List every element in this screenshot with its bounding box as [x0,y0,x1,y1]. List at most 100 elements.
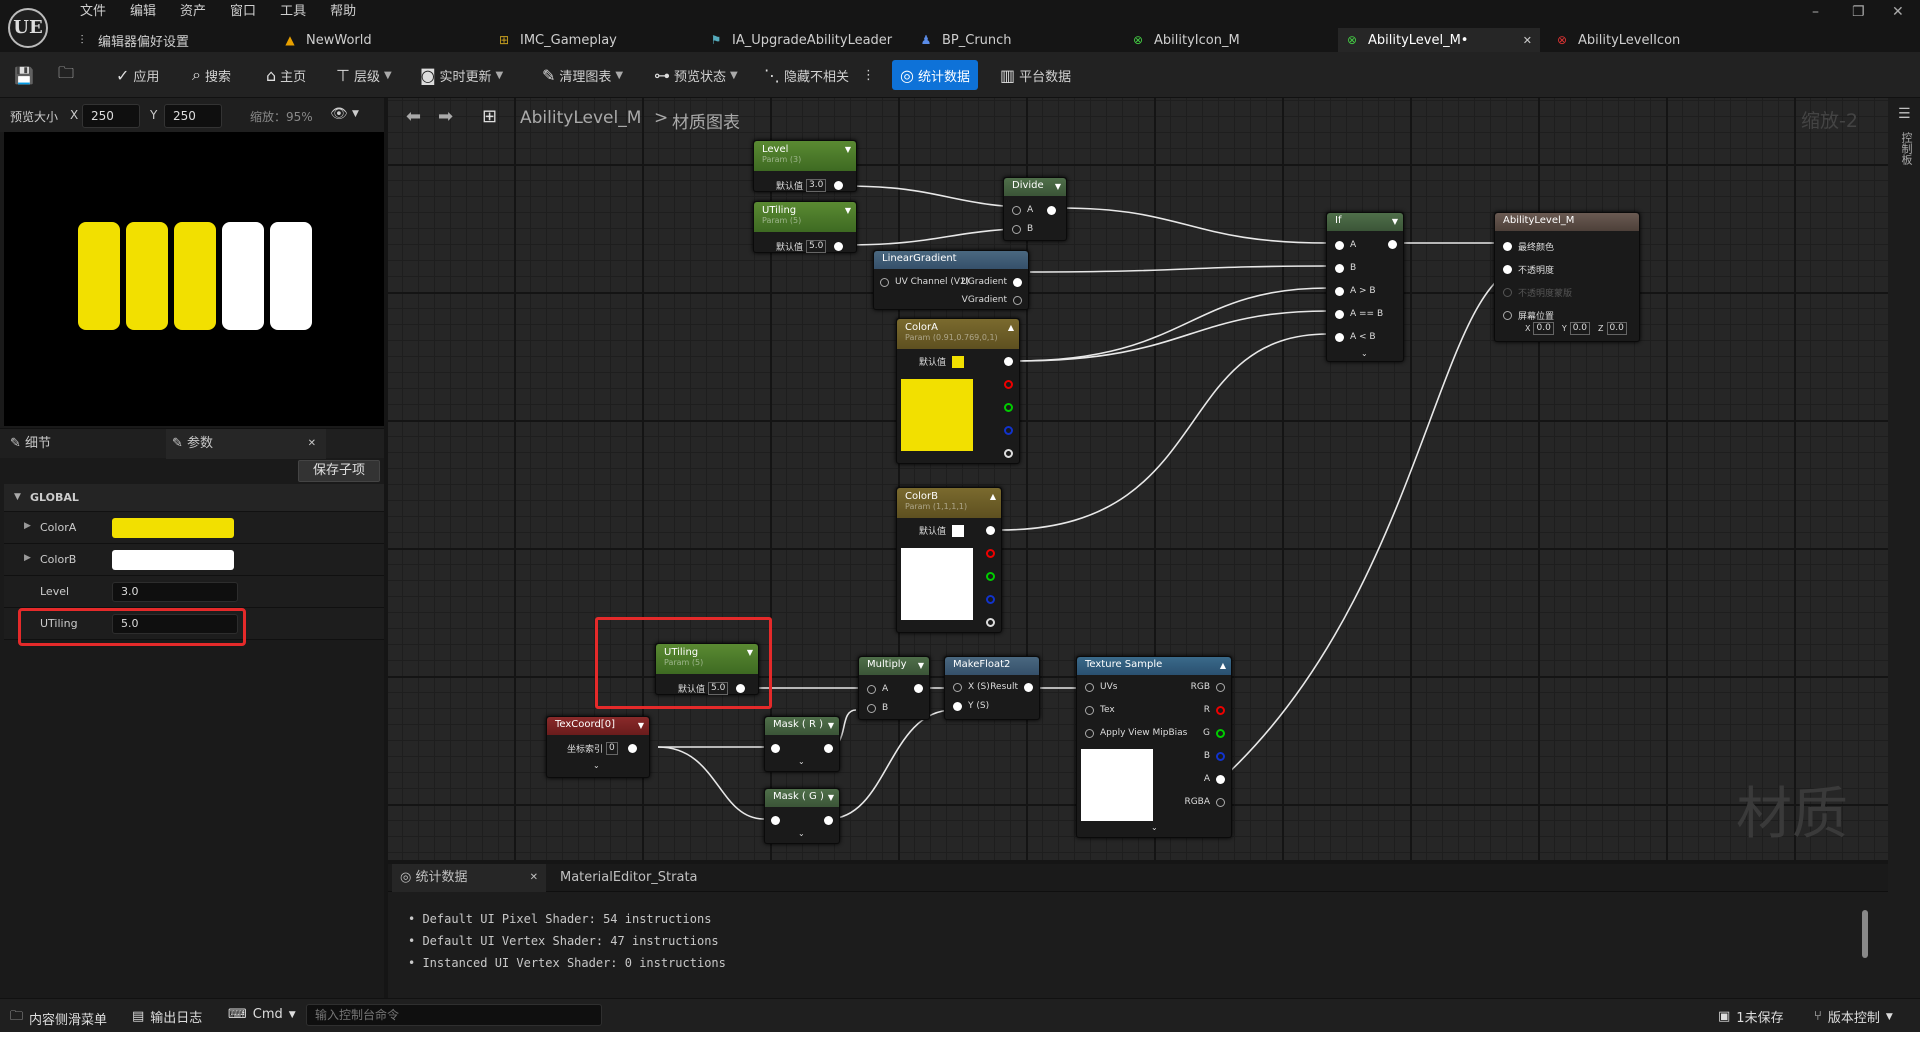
a-output-pin[interactable] [986,618,995,627]
menu-help[interactable]: 帮助 [330,4,357,19]
input-pin-a[interactable]: A [1335,240,1356,250]
chevron-down-icon[interactable]: ▼ [1054,182,1061,191]
unreal-logo[interactable]: UE [8,8,48,48]
value-box[interactable]: 0 [606,742,618,755]
input-pin-a[interactable]: A [867,684,888,694]
more-options-icon[interactable]: ⋮ [862,67,875,83]
node-divide[interactable]: Divide▼ A B [1003,177,1067,241]
y-value[interactable]: 0.0 [1569,322,1591,335]
r-output-pin[interactable] [986,549,995,558]
menu-icon[interactable]: ☰ [1898,106,1911,122]
search-button[interactable]: ⌕搜索 [192,60,231,90]
value-box[interactable]: 5.0 [806,240,827,253]
result-pin[interactable]: Result [990,682,1033,692]
browse-button[interactable]: 🗀 [58,60,78,90]
chevron-down-icon[interactable]: ▼ [1391,217,1398,226]
output-pin[interactable] [1047,205,1057,215]
output-pin[interactable] [824,744,833,753]
preview-state-button[interactable]: ⊶预览状态▼ [654,60,738,90]
output-pin[interactable] [736,684,746,693]
preview-x-input[interactable]: 250 [82,104,140,128]
tab-details[interactable]: ✎ 细节 [10,429,160,459]
close-tab-icon[interactable]: ✕ [1522,33,1532,47]
r-output-pin[interactable] [1004,380,1013,389]
unsaved-button[interactable]: ▣1未保存 [1718,1007,1784,1026]
vgradient-pin[interactable]: VGradient [962,295,1022,305]
global-category[interactable]: ▼ GLOBAL [4,484,384,512]
breadcrumb-root[interactable]: AbilityLevel_M [520,108,642,128]
output-pin[interactable] [824,816,833,825]
x-input-pin[interactable]: X (S) [953,682,990,692]
opacity-mask-pin[interactable]: 不透明度蒙版 [1503,286,1572,299]
level-input[interactable]: 3.0 [112,582,238,602]
chevron-down-icon[interactable]: ▼ [637,721,644,730]
g-output-pin[interactable] [986,572,995,581]
input-pin[interactable] [771,744,780,753]
back-arrow-icon[interactable]: ⬅ [406,106,422,127]
a-output-pin[interactable] [1004,449,1013,458]
x-value[interactable]: 0.0 [1533,322,1554,335]
tab-strata[interactable]: MaterialEditor_Strata [560,870,698,885]
node-if[interactable]: If▼ A B A > B A == B A < B ⌄ [1326,212,1404,362]
output-pin[interactable] [834,181,844,190]
colora-swatch[interactable] [112,518,234,538]
tab-stats[interactable]: ◎ 统计数据✕ [392,864,546,892]
screen-position-pin[interactable]: 屏幕位置 [1503,309,1554,322]
close-tab-icon[interactable]: ✕ [307,438,316,449]
rgb-output-pin[interactable] [986,526,995,535]
hide-unrelated-button[interactable]: ⋱隐藏不相关 [764,60,849,90]
b-pin[interactable]: B [1204,751,1225,761]
input-pin[interactable] [771,816,780,825]
node-texture-sample[interactable]: Texture Sample▲ UVs Tex Apply View MipBi… [1076,656,1232,838]
g-pin[interactable]: G [1203,728,1225,738]
palette-tab[interactable]: 控制板 [1900,132,1913,165]
node-linear-gradient[interactable]: LinearGradient UV Channel (V2) UGradient… [873,250,1029,310]
input-pin-a-greater-b[interactable]: A > B [1335,286,1376,296]
stats-scrollbar[interactable] [1862,910,1868,958]
close-tab-icon[interactable]: ✕ [529,872,538,883]
tab-abilityicon-m[interactable]: ⊗AbilityIcon_M [1130,28,1320,52]
tab-imc-gameplay[interactable]: ⊞IMC_Gameplay [496,28,686,52]
forward-arrow-icon[interactable]: ➡ [438,106,454,127]
menu-window[interactable]: 窗口 [230,4,257,19]
tab-abilitylevelicon[interactable]: ⊗AbilityLevelIcon [1554,28,1744,52]
rgb-pin[interactable]: RGB [1191,682,1225,692]
input-pin-b[interactable]: B [1012,224,1033,234]
b-output-pin[interactable] [1004,426,1013,435]
tab-ia-upgrade[interactable]: ⚑IA_UpgradeAbilityLeader [708,28,908,52]
save-child-button[interactable]: 保存子项 [298,460,380,482]
z-value[interactable]: 0.0 [1606,322,1627,335]
chevron-down-icon[interactable]: ▼ [917,661,924,670]
y-input-pin[interactable]: Y (S) [953,701,989,711]
color-swatch[interactable] [952,355,965,368]
platform-stats-button[interactable]: ▥平台数据 [1000,60,1071,90]
input-pin-a-less-b[interactable]: A < B [1335,332,1376,342]
node-mask-r[interactable]: Mask ( R )▼ ⌄ [764,716,840,772]
output-pin[interactable] [1388,240,1397,249]
color-swatch[interactable] [952,524,965,537]
input-pin-b[interactable]: B [1335,263,1356,273]
tab-parameters[interactable]: ✎ 参数✕ [166,429,326,459]
value-box[interactable]: 5.0 [708,682,729,695]
chevron-up-icon[interactable]: ▲ [1007,323,1014,332]
chevron-down-icon[interactable]: ⌄ [798,829,805,838]
hierarchy-button[interactable]: ⊤层级▼ [336,60,392,90]
material-preview[interactable] [4,132,384,426]
uv-channel-pin[interactable]: UV Channel (V2) [880,277,969,287]
node-mask-g[interactable]: Mask ( G )▼ ⌄ [764,788,840,844]
output-pin[interactable] [834,242,844,251]
menu-tools[interactable]: 工具 [280,4,307,19]
a-pin[interactable]: A [1204,774,1225,784]
utiling-input[interactable]: 5.0 [112,614,238,634]
source-control-button[interactable]: ⑂版本控制▼ [1814,1007,1893,1026]
final-color-pin[interactable]: 最终颜色 [1503,240,1554,253]
chevron-down-icon[interactable]: ⌄ [1361,349,1368,358]
output-pin[interactable] [627,744,637,753]
input-pin-b[interactable]: B [867,703,888,713]
save-button[interactable]: 💾 [14,60,38,90]
chevron-down-icon[interactable]: ⌄ [1151,823,1158,832]
